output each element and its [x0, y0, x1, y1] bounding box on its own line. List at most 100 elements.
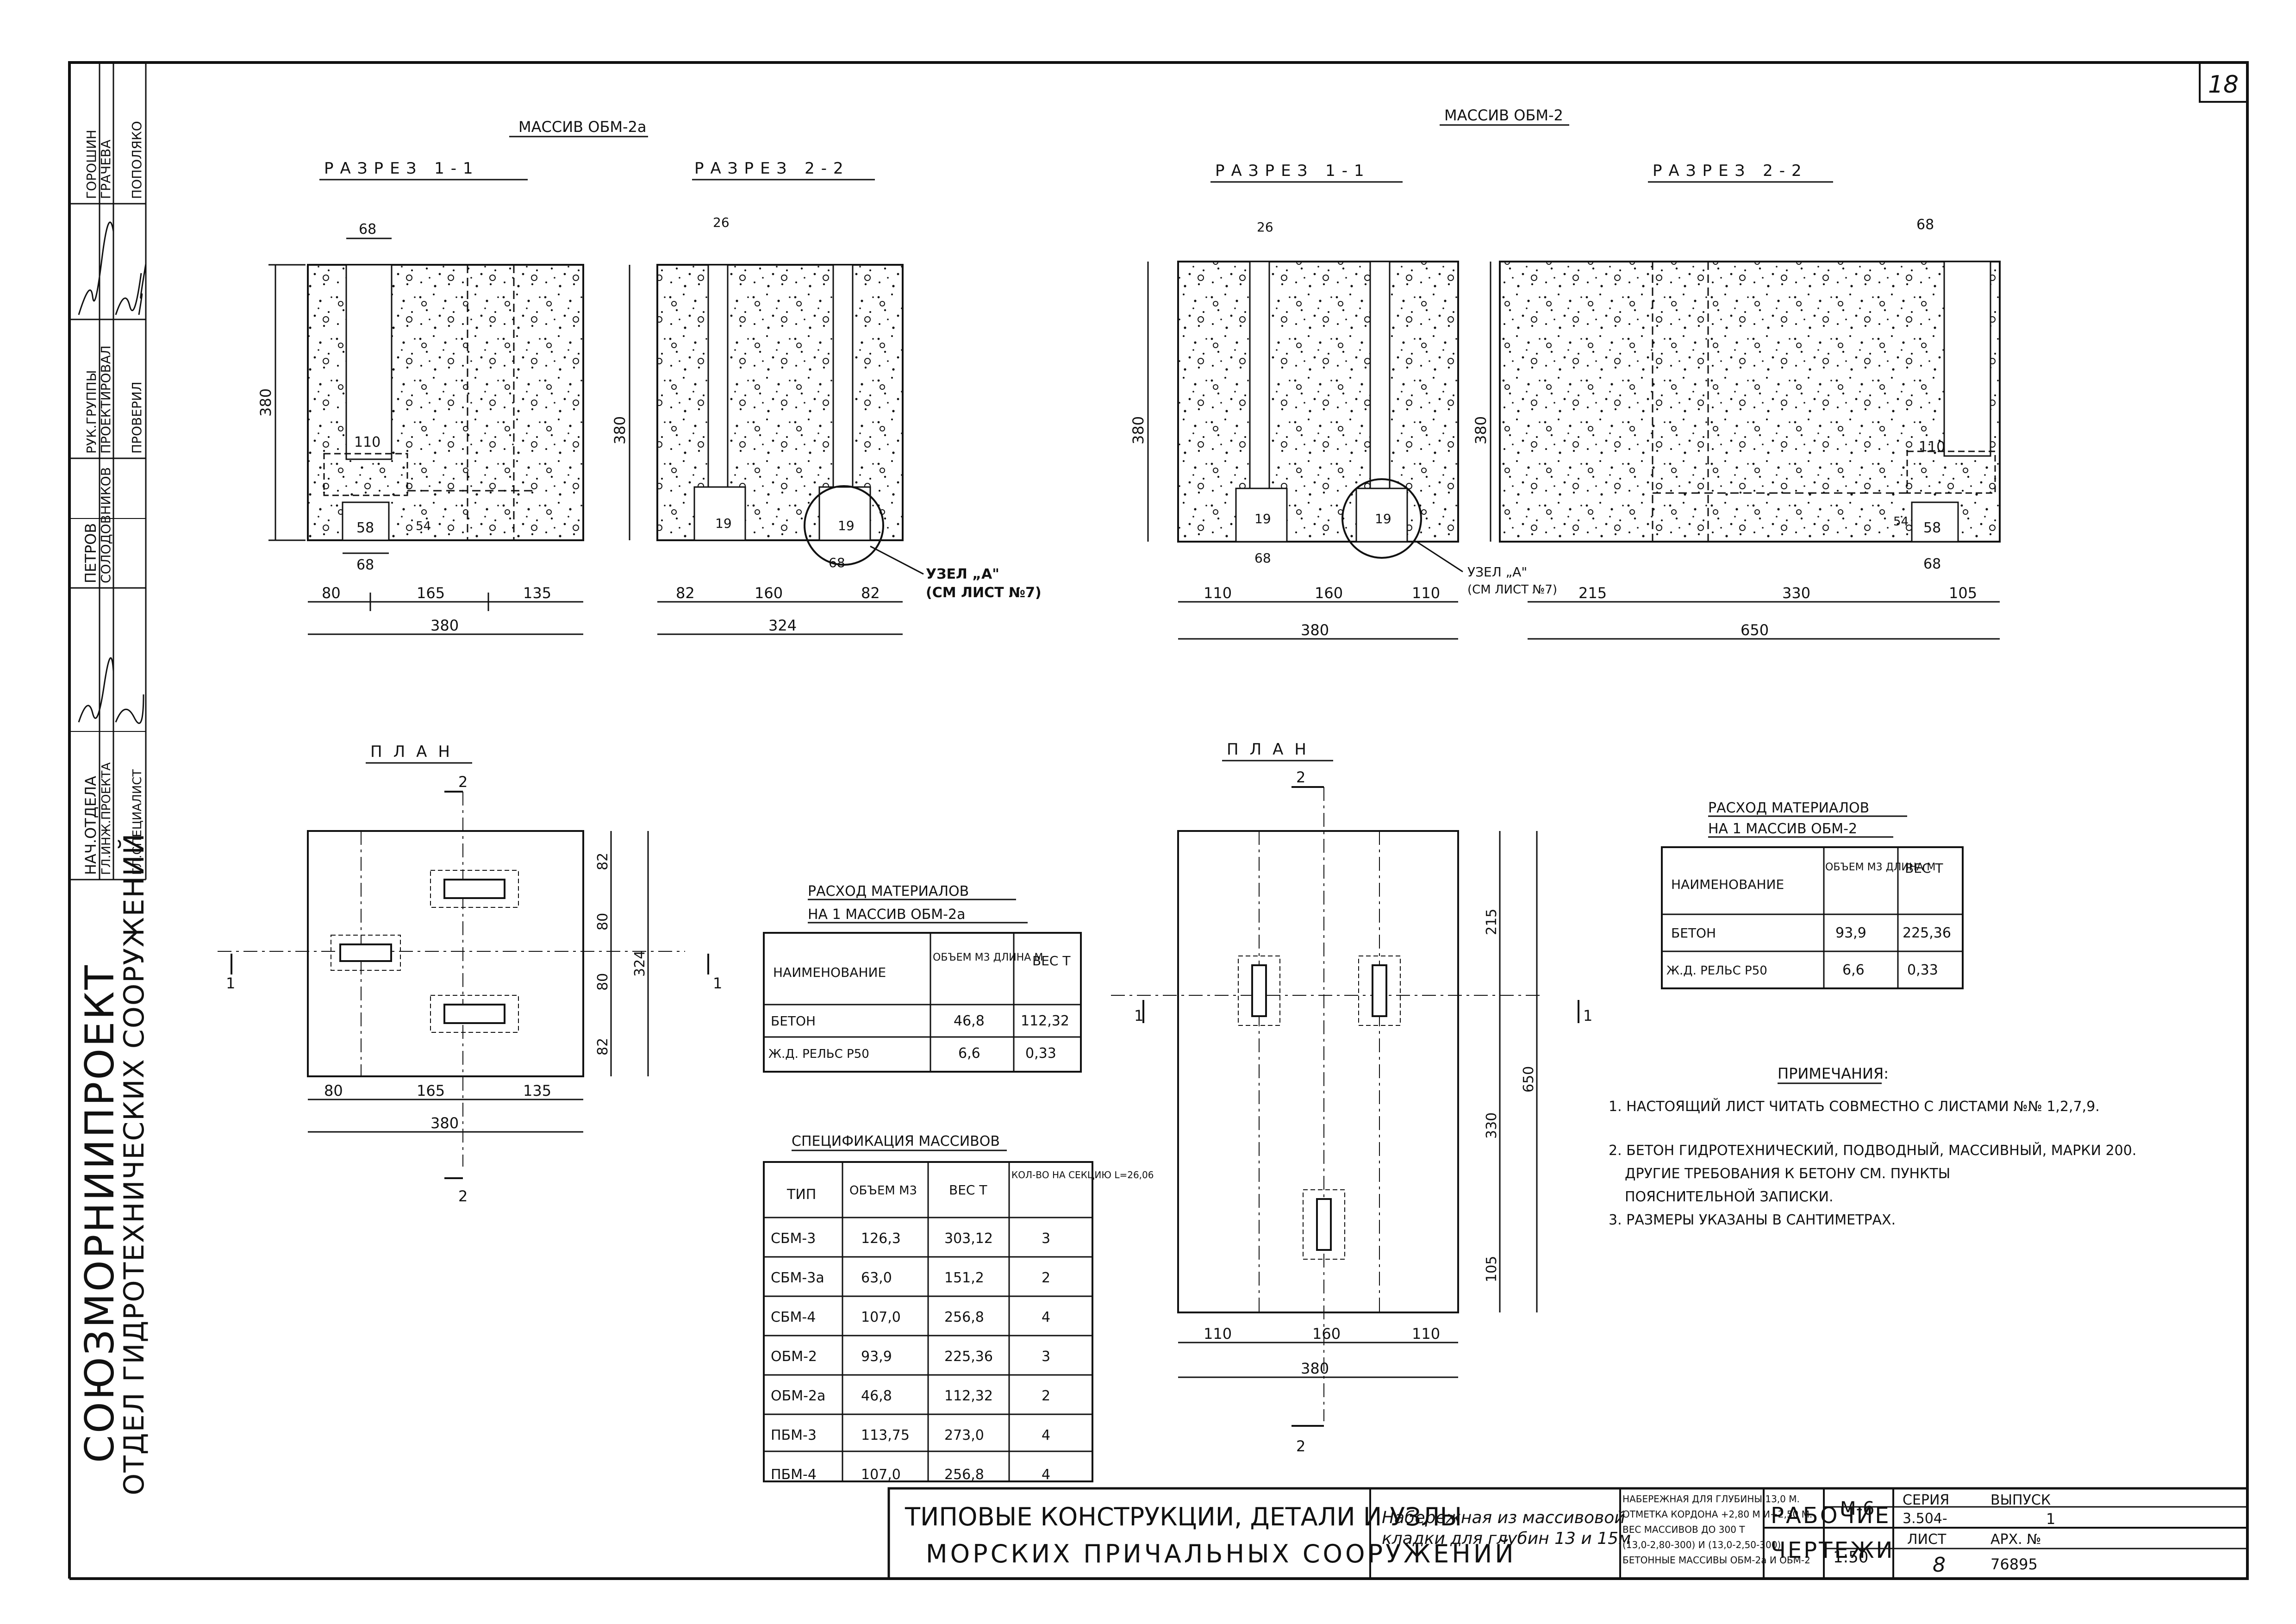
dim-total: 380: [430, 617, 459, 634]
desc-2: ОТМЕТКА КОРДОНА +2,80 М И+2,50 М.: [1622, 1509, 1812, 1520]
dim-b: 160: [755, 584, 783, 602]
dim-top: 68: [1916, 217, 1934, 233]
dim-height: 380: [257, 388, 275, 417]
spec-cell: 256,8: [944, 1467, 984, 1483]
node-label: УЗЕЛ „А": [1467, 564, 1527, 580]
plan-bdim-2: 160: [1312, 1325, 1341, 1343]
table-title-1: РАСХОД МАТЕРИАЛОВ: [1708, 800, 1869, 816]
left-strip: НАЧ.ОТДЕЛА ГЛ.ИНЖ.ПРОЕКТА ГЛ.СПЕЦИАЛИСТ …: [69, 62, 150, 1579]
plan-rtotal: 324: [632, 950, 648, 977]
plan-rdim-3: 80: [595, 973, 611, 991]
dim-bot2: 68: [356, 557, 374, 573]
cut-1-left: 1: [1134, 1007, 1143, 1024]
td: 225,36: [1903, 925, 1951, 941]
role-head-dept: НАЧ.ОТДЕЛА: [82, 776, 100, 875]
node-ref: (СМ ЛИСТ №7): [1467, 583, 1557, 597]
dim-bot1-b: 19: [1375, 511, 1391, 526]
spec-cell: 4: [1042, 1309, 1050, 1325]
left-group-title: МАССИВ ОБМ-2а: [518, 118, 647, 136]
dim-height: 380: [611, 416, 629, 444]
name-solodovnikov: СОЛОДОВНИКОВ: [98, 467, 113, 583]
spec-cell: СБМ-3: [771, 1230, 816, 1247]
plan-bdim-1: 80: [324, 1082, 343, 1099]
plan-bdim-3: 110: [1412, 1325, 1440, 1343]
section-2-2-obm2a: РАЗРЕЗ 2-2 380 26 19 19 68 УЗЕЛ „А" (СМ …: [611, 159, 1042, 635]
th-name: НАИМЕНОВАНИЕ: [1671, 877, 1784, 892]
section-title: РАЗРЕЗ 2-2: [1653, 162, 1808, 180]
spec-cell: ОБМ-2а: [771, 1388, 825, 1404]
dim-top: 26: [1257, 219, 1273, 235]
role-group-lead: РУК.ГРУППЫ: [84, 370, 99, 454]
note-2c: ПОЯСНИТЕЛЬНОЙ ЗАПИСКИ.: [1625, 1188, 1834, 1205]
spec-cell: 107,0: [861, 1309, 901, 1325]
spec-cell: ОБМ-2: [771, 1349, 817, 1365]
arch-value: 76895: [1990, 1555, 2038, 1573]
th: ВЕС Т: [949, 1182, 987, 1198]
mark: М-6: [1840, 1498, 1874, 1519]
spec-cell: 151,2: [944, 1270, 984, 1286]
dim-mid: 110: [354, 434, 381, 450]
sheet-value: 8: [1933, 1553, 1946, 1577]
cut-2-top: 2: [458, 773, 468, 791]
spec-cell: 303,12: [944, 1230, 993, 1247]
name-gracheva: ГРАЧЕВА: [98, 140, 113, 199]
dim-height: 380: [1129, 416, 1147, 444]
series-label: СЕРИЯ: [1903, 1492, 1949, 1508]
plan-bdim-1: 110: [1204, 1325, 1232, 1343]
table-title-2: НА 1 МАССИВ ОБМ-2а: [808, 906, 965, 923]
plan-rdim-3: 105: [1484, 1256, 1500, 1282]
spec-cell: 113,75: [861, 1427, 910, 1443]
spec-table: СПЕЦИФИКАЦИЯ МАССИВОВ ТИП ОБЪЕМ М3 ВЕС Т…: [763, 1133, 1154, 1483]
plan-obm2a: ПЛАН 2 2 1 1 82 80 80 82 324 80 165 135 …: [218, 743, 722, 1205]
spec-title: СПЕЦИФИКАЦИЯ МАССИВОВ: [792, 1133, 1000, 1149]
th-name: НАИМЕНОВАНИЕ: [773, 965, 886, 980]
desc-5: БЕТОННЫЕ МАССИВЫ ОБМ-2а И ОБМ-2: [1622, 1555, 1810, 1566]
spec-cell: 273,0: [944, 1427, 984, 1443]
dim-bot1: 58: [356, 520, 374, 536]
notes: ПРИМЕЧАНИЯ: 1. НАСТОЯЩИЙ ЛИСТ ЧИТАТЬ СОВ…: [1609, 1065, 2136, 1228]
dim-bot1: 19: [715, 516, 732, 531]
td: БЕТОН: [771, 1013, 816, 1029]
spec-cell: ПБМ-3: [771, 1427, 817, 1443]
spec-cell: 225,36: [944, 1349, 993, 1365]
spec-cell: 4: [1042, 1427, 1050, 1443]
scale: 1:50: [1833, 1548, 1868, 1567]
plan-rdim-2: 330: [1484, 1112, 1500, 1139]
dim-top: 26: [713, 215, 730, 230]
title-main-1: ТИПОВЫЕ КОНСТРУКЦИИ, ДЕТАЛИ И УЗЛЫ: [905, 1502, 1462, 1531]
arch-label: АРХ. №: [1990, 1531, 2041, 1548]
dim-a: 82: [676, 584, 695, 602]
desc-4: (13,0-2,80-300) И (13,0-2,50-300): [1622, 1539, 1781, 1550]
dim-bot1: 58: [1923, 520, 1941, 536]
th: ТИП: [786, 1187, 816, 1203]
note-1: 1. НАСТОЯЩИЙ ЛИСТ ЧИТАТЬ СОВМЕСТНО С ЛИС…: [1609, 1098, 2100, 1115]
dim-total: 650: [1741, 621, 1769, 639]
series-value: 3.504-: [1903, 1511, 1947, 1527]
cut-1-right: 1: [1583, 1007, 1592, 1024]
cut-1-right: 1: [713, 974, 722, 992]
desc-1: НАБЕРЕЖНАЯ ДЛЯ ГЛУБИНЫ 13,0 М.: [1622, 1493, 1800, 1505]
plan-bdim-2: 165: [417, 1082, 445, 1099]
dim-bot2: 68: [1923, 556, 1941, 572]
dim-b: 330: [1782, 584, 1810, 602]
issue-value: 1: [2046, 1510, 2055, 1528]
section-title: РАЗРЕЗ 1-1: [324, 159, 480, 178]
title-block: ТИПОВЫЕ КОНСТРУКЦИИ, ДЕТАЛИ И УЗЛЫ МОРСК…: [887, 1487, 2249, 1580]
issue-label: ВЫПУСК: [1990, 1492, 2051, 1508]
dim-a: 215: [1578, 584, 1607, 602]
title-object-1: Набережная из массивовой: [1382, 1508, 1625, 1527]
dim-bot1: 19: [1254, 511, 1271, 526]
dim-height: 380: [1472, 416, 1490, 444]
spec-cell: 3: [1042, 1230, 1050, 1247]
td: 0,33: [1907, 962, 1938, 978]
org-department: ОТДЕЛ ГИДРОТЕХНИЧЕСКИХ СООРУЖЕНИЙ: [117, 833, 150, 1495]
role-checker: ПРОВЕРИЛ: [129, 381, 144, 454]
th-volume: ОБЪЕМ М3 ДЛИНА М: [933, 952, 1043, 963]
td: 6,6: [958, 1045, 980, 1062]
note-3: 3. РАЗМЕРЫ УКАЗАНЫ В САНТИМЕТРАХ.: [1609, 1212, 1896, 1228]
section-1-1-obm2a: РАЗРЕЗ 1-1 380 68 110 58 54 68 80 165 13…: [257, 159, 584, 635]
spec-cell: 46,8: [861, 1388, 892, 1404]
dim-bot2: 68: [1254, 550, 1271, 566]
title-main-2: МОРСКИХ ПРИЧАЛЬНЫХ СООРУЖЕНИЙ: [926, 1539, 1516, 1568]
